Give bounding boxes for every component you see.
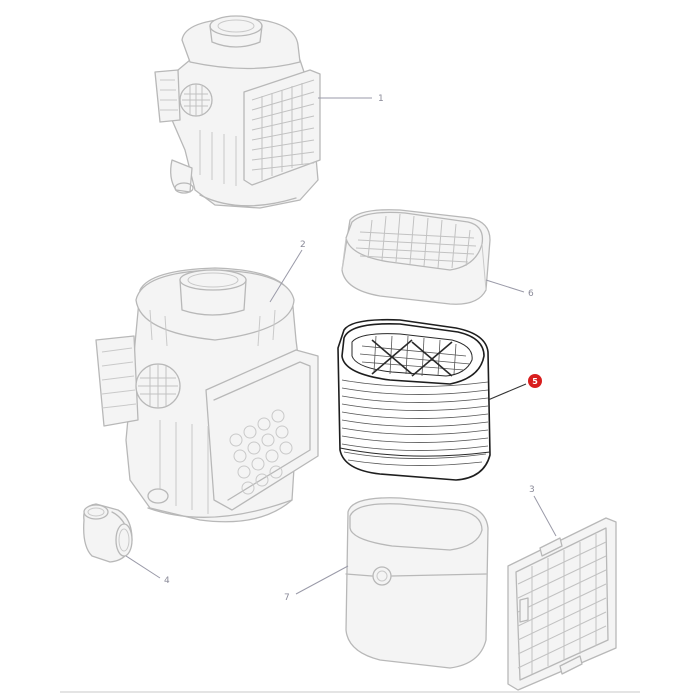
part-4-outlet-elbow[interactable]	[83, 503, 133, 563]
part-3-grille-panel[interactable]	[507, 517, 617, 691]
leader-line-5	[487, 383, 527, 401]
part-5-main-filter-element[interactable]	[337, 318, 491, 481]
callout-2[interactable]: 2	[300, 240, 306, 250]
callout-3[interactable]: 3	[529, 485, 535, 495]
part-6-filter-cover[interactable]	[341, 209, 491, 305]
callout-4[interactable]: 4	[164, 576, 170, 586]
part-1-assembled-housing[interactable]	[154, 15, 321, 209]
callout-1[interactable]: 1	[378, 94, 384, 104]
callout-5[interactable]: 5	[532, 377, 538, 386]
leader-line-6	[485, 279, 525, 293]
leader-line-4	[125, 555, 161, 579]
leader-line-2	[269, 249, 303, 303]
part-7-dust-cup[interactable]	[345, 497, 489, 669]
leader-line-3	[533, 495, 557, 537]
selected-part-badge[interactable]	[528, 374, 542, 388]
part-2-housing-body[interactable]	[95, 267, 319, 523]
callout-7[interactable]: 7	[284, 593, 290, 603]
callout-6[interactable]: 6	[528, 289, 534, 299]
leader-line-7	[295, 565, 349, 595]
